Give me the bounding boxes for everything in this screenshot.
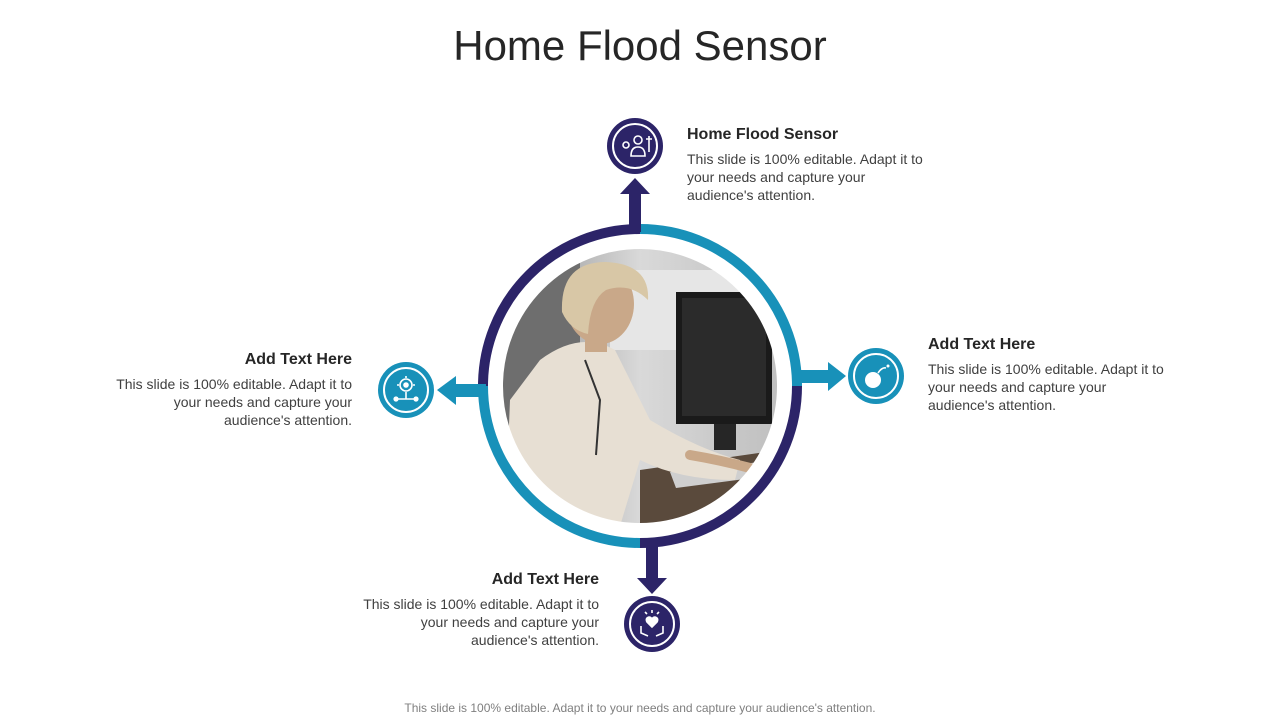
gear-network-icon	[393, 376, 419, 402]
item-right: Add Text Here This slide is 100% editabl…	[928, 336, 1168, 414]
item-left: Add Text Here This slide is 100% editabl…	[112, 351, 352, 429]
item-bottom-body: This slide is 100% editable. Adapt it to…	[363, 596, 599, 648]
hands-heart-icon	[640, 610, 664, 637]
worker-with-gears-icon	[622, 135, 652, 157]
arrow-right	[796, 362, 846, 391]
item-bottom: Add Text Here This slide is 100% editabl…	[359, 571, 599, 649]
icon-badge-top	[607, 118, 663, 174]
item-top-body: This slide is 100% editable. Adapt it to…	[687, 151, 923, 203]
ring-segment-bottom-left	[478, 385, 641, 548]
center-photo	[500, 246, 780, 526]
item-bottom-heading: Add Text Here	[491, 571, 599, 588]
arrow-bottom	[637, 541, 667, 594]
outer-ring	[478, 224, 802, 548]
photo-border	[497, 243, 783, 529]
bomb-icon	[865, 364, 890, 388]
item-left-body: This slide is 100% editable. Adapt it to…	[116, 376, 352, 428]
ring-segment-top-right	[639, 224, 802, 387]
icon-badge-right	[848, 348, 904, 404]
arrow-top	[620, 178, 650, 232]
arrow-left	[437, 376, 486, 405]
icon-badge-left	[378, 362, 434, 418]
ring-segment-bottom-right	[639, 385, 802, 548]
icon-badge-bottom	[624, 596, 680, 652]
item-top-heading: Home Flood Sensor	[687, 126, 839, 143]
slide-title: Home Flood Sensor	[453, 22, 827, 69]
ring-segment-top-left	[478, 224, 641, 387]
item-top: Home Flood Sensor This slide is 100% edi…	[687, 126, 927, 204]
item-right-heading: Add Text Here	[928, 336, 1036, 353]
item-right-body: This slide is 100% editable. Adapt it to…	[928, 361, 1164, 413]
item-left-heading: Add Text Here	[244, 351, 352, 368]
slide-footer: This slide is 100% editable. Adapt it to…	[404, 701, 876, 715]
